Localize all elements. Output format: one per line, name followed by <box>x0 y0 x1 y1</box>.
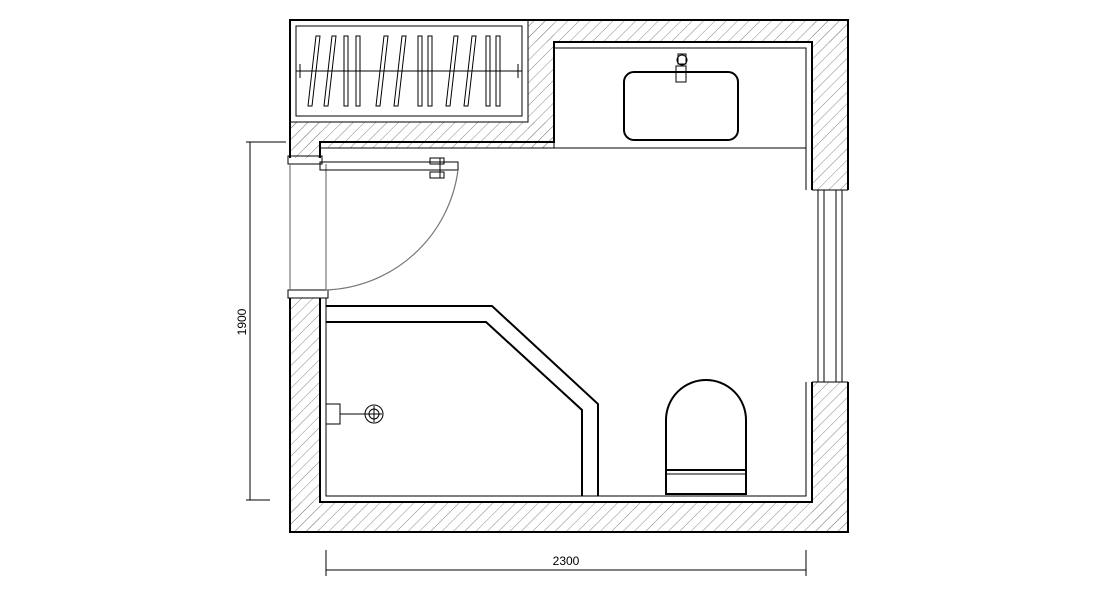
wall-left-upper <box>290 122 320 158</box>
wall-left-lower <box>290 298 320 532</box>
sink <box>623 53 739 141</box>
wall-bottom <box>290 502 848 532</box>
hangers <box>307 35 501 107</box>
walls <box>289 19 849 533</box>
shower-head <box>325 403 384 425</box>
wall-top <box>528 20 848 42</box>
window <box>812 189 848 383</box>
door <box>287 155 459 299</box>
dimension-width-label: 2300 <box>553 554 580 568</box>
toilet <box>665 379 747 495</box>
dimension-height-label: 1900 <box>235 308 249 335</box>
dimension-width: 2300 <box>325 550 807 576</box>
wardrobe <box>289 19 529 123</box>
shower-enclosure <box>325 305 599 496</box>
wall-right-upper <box>812 20 848 190</box>
dimension-height: 1900 <box>235 141 286 501</box>
wall-below-cabinet <box>290 122 554 148</box>
